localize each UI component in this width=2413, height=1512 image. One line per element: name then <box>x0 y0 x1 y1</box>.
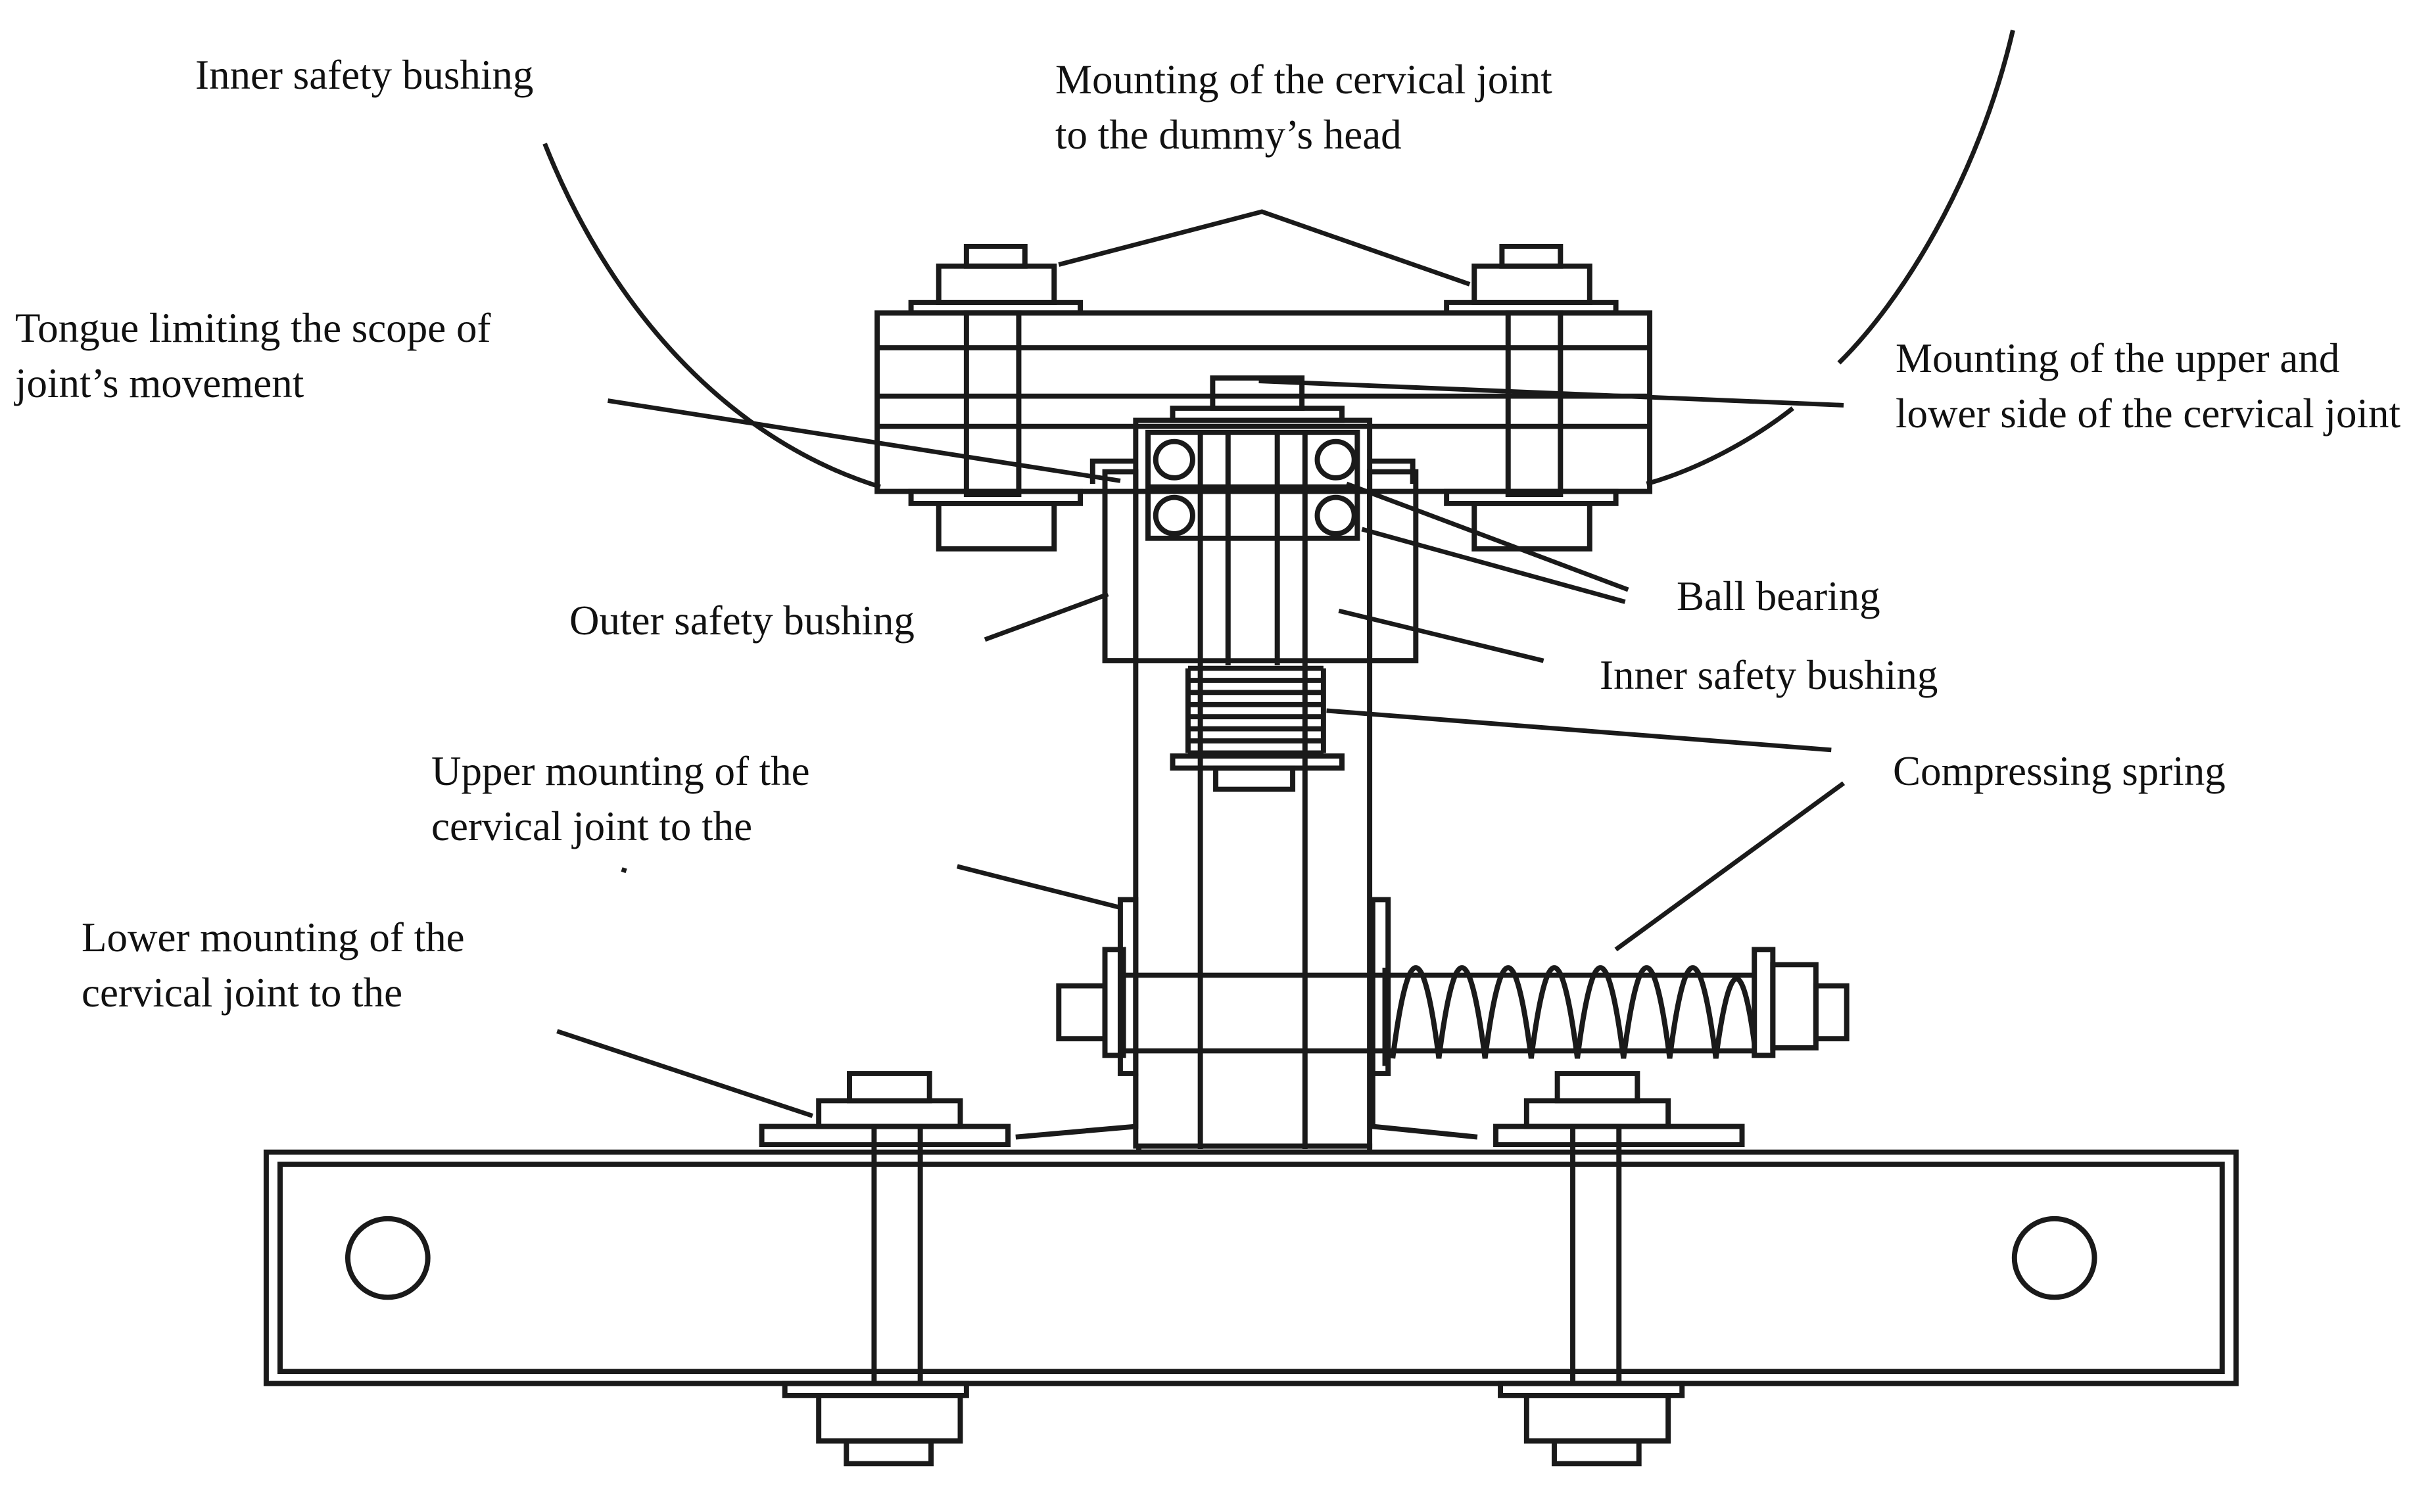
label-line: lower side of the cervical joint <box>1896 390 2401 437</box>
leader-inner-bushing <box>1338 608 1544 663</box>
side-plates <box>1015 897 1478 1140</box>
label-line: Mounting of the cervical joint <box>1055 57 1552 103</box>
upper-right-bolt <box>1444 243 1619 552</box>
label-line: to the dummy’s head <box>1055 112 1402 158</box>
outer-safety-bushing <box>1102 469 1419 664</box>
label-lower-mounting: Lower mounting of the cervical joint to … <box>82 910 465 1020</box>
upper-left-bolt <box>908 243 1084 552</box>
horizontal-spring <box>1390 965 1757 1059</box>
leader-tick <box>621 867 627 874</box>
label-mounting-sides: Mounting of the upper and lower side of … <box>1896 331 2401 441</box>
base-right-bolt <box>1493 1071 1745 1467</box>
upper-plate <box>874 310 1653 494</box>
label-line: Compressing spring <box>1893 748 2226 794</box>
leader-ball-bearing-2 <box>1361 527 1626 604</box>
leader-upper-mount <box>956 864 1120 910</box>
leader-mount-sides <box>1258 379 1844 408</box>
label-line: Outer safety bushing <box>569 598 915 644</box>
leader-tongue <box>607 398 1121 483</box>
base-bar <box>263 1143 2239 1386</box>
base-left-bolt <box>759 1071 1011 1467</box>
label-line: Ball bearing <box>1677 573 1880 619</box>
leader-outer-bushing <box>984 592 1109 642</box>
label-line: Upper mounting of the <box>431 748 810 794</box>
label-inner-safety-bushing-mid: Inner safety bushing <box>1600 648 1938 703</box>
label-line: Lower mounting of the <box>82 914 465 960</box>
label-line: joint’s movement <box>15 360 304 406</box>
leader-vertical-spring <box>1326 708 1832 753</box>
label-line: Inner safety bushing <box>1600 652 1938 698</box>
label-line: cervical joint to the <box>431 803 753 849</box>
label-compressing-spring: Compressing spring <box>1893 744 2226 799</box>
leader-horizontal-spring <box>1614 781 1846 952</box>
leader-lower-mount <box>556 1029 813 1118</box>
label-line: cervical joint to the <box>82 970 403 1016</box>
ball-bearing-left <box>1153 438 1195 536</box>
label-line: Inner safety bushing <box>195 52 534 98</box>
ball-bearing-right <box>1314 438 1357 536</box>
horizontal-pin <box>1056 947 1850 1066</box>
label-outer-safety-bushing: Outer safety bushing <box>569 593 915 648</box>
label-ball-bearing: Ball bearing <box>1677 569 1880 624</box>
vertical-spring <box>1170 665 1345 792</box>
leader-lines <box>556 209 1846 1118</box>
label-mounting-to-head: Mounting of the cervical joint to the du… <box>1055 52 1552 162</box>
label-inner-safety-bushing-top: Inner safety bushing <box>195 47 533 103</box>
label-tongue: Tongue limiting the scope of joint’s mov… <box>15 300 490 411</box>
label-line: Mounting of the upper and <box>1896 335 2340 381</box>
label-line: Tongue limiting the scope of <box>15 305 491 351</box>
leader-head-mount <box>1058 209 1471 287</box>
label-upper-mounting: Upper mounting of the cervical joint to … <box>431 744 810 854</box>
head-outline-right <box>1646 30 2015 486</box>
head-outline-left <box>542 143 881 489</box>
leader-ball-bearing-1 <box>1345 481 1629 592</box>
